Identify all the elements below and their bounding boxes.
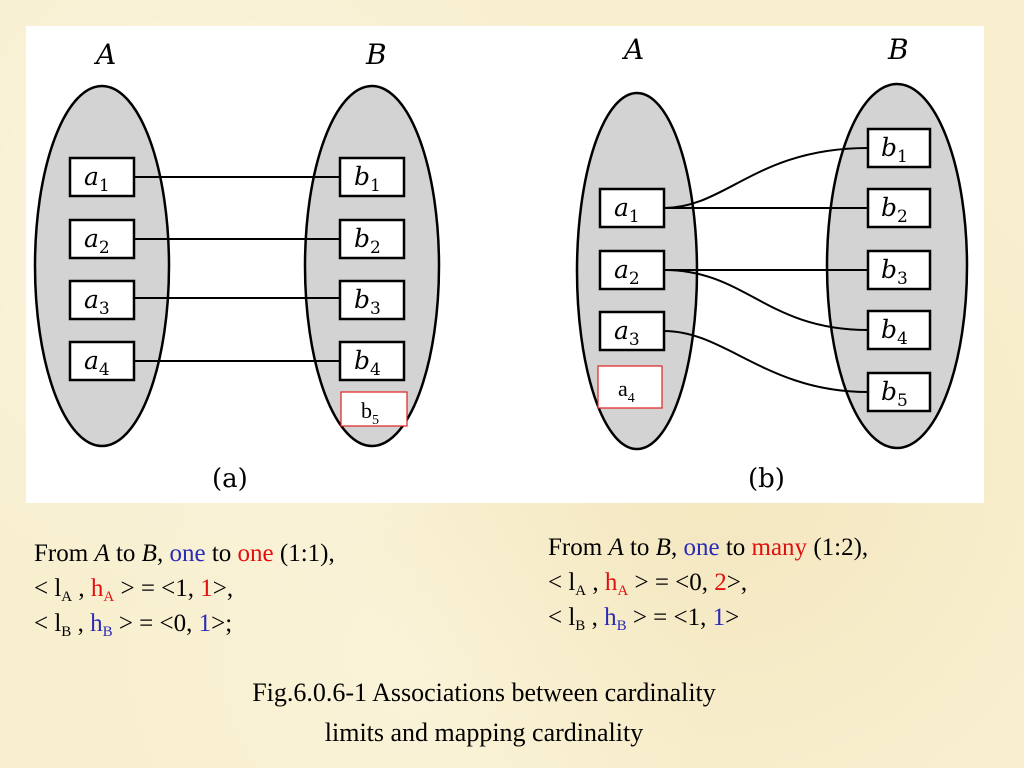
diagram-panel: .ell { fill: #d3d3d3; stroke: #000; stro… [26, 26, 984, 503]
panel-a-item-b2: b2 [338, 218, 406, 260]
panel-b-item-b3: b3 [866, 249, 932, 291]
svg-text:b4: b4 [354, 346, 381, 380]
svg-text:b3: b3 [881, 255, 908, 289]
panel-b-item-b1: b1 [866, 127, 932, 169]
caption-left-line-1: From A to B, one to one (1:1), [34, 540, 335, 567]
svg-text:a3: a3 [614, 316, 640, 350]
panel-b-item-b2: b2 [866, 187, 932, 229]
caption-left-line-2: < lA , hA > = <1, 1>, [34, 575, 234, 605]
svg-text:b2: b2 [881, 193, 908, 227]
panel-b-item-b5: b5 [866, 371, 932, 413]
panel-a-item-a3: a3 [68, 279, 136, 321]
panel-a-item-a1: a1 [68, 156, 136, 198]
svg-text:a4: a4 [84, 346, 110, 380]
panel-b-set-b-label: B [887, 33, 909, 66]
panel-b-link-a3-b5 [663, 330, 869, 393]
panel-a-set-b-label: B [365, 38, 387, 71]
svg-text:b1: b1 [354, 162, 381, 196]
panel-b-item-a1: a1 [598, 187, 666, 229]
svg-text:b5: b5 [361, 398, 379, 428]
panel-a-label: (a) [212, 464, 248, 494]
svg-text:a3: a3 [84, 285, 110, 319]
panel-b-item-a2: a2 [598, 249, 666, 291]
figure-caption: Fig.6.0.6-1 Associations between cardina… [0, 673, 968, 753]
panel-b-link-a2-b4 [663, 269, 869, 331]
svg-text:b5: b5 [881, 377, 908, 411]
panel-b-item-a4-highlight: a4 [597, 365, 663, 409]
panel-a: A B a1 a2 a3 a4 [33, 38, 441, 494]
diagram-svg: .ell { fill: #d3d3d3; stroke: #000; stro… [33, 33, 969, 494]
caption-right-line-3: < lB , hB > = <1, 1> [548, 604, 740, 634]
panel-a-item-b3: b3 [338, 279, 406, 321]
panel-a-item-a4: a4 [68, 340, 136, 382]
panel-a-item-b4: b4 [338, 340, 406, 382]
svg-text:a1: a1 [84, 162, 110, 196]
panel-b: A B a1 a2 a3 [575, 33, 969, 494]
svg-text:b1: b1 [881, 133, 908, 167]
caption-one-to-one: From A to B, one to one (1:1), < lA , hA… [34, 536, 335, 641]
panel-b-item-a3: a3 [598, 310, 666, 352]
panel-a-set-a-label: A [93, 38, 116, 71]
svg-text:a2: a2 [84, 224, 110, 258]
panel-a-item-b5-highlight: b5 [340, 391, 408, 428]
figure-caption-line-2: limits and mapping cardinality [324, 718, 644, 747]
caption-right-line-2: < lA , hA > = <0, 2>, [548, 569, 748, 599]
svg-text:b2: b2 [354, 224, 381, 258]
panel-b-set-a-label: A [621, 33, 644, 66]
panel-a-item-a2: a2 [68, 218, 136, 260]
svg-text:a2: a2 [614, 255, 640, 289]
figure-caption-line-1: Fig.6.0.6-1 Associations between cardina… [252, 678, 716, 707]
svg-text:b3: b3 [354, 285, 381, 319]
svg-text:a4: a4 [618, 376, 635, 406]
panel-b-item-b4: b4 [866, 309, 932, 351]
svg-text:b4: b4 [881, 315, 908, 349]
caption-left-line-3: < lB , hB > = <0, 1>; [34, 610, 233, 640]
panel-a-item-b1: b1 [338, 156, 406, 198]
caption-right-line-1: From A to B, one to many (1:2), [548, 534, 869, 561]
caption-one-to-many: From A to B, one to many (1:2), < lA , h… [548, 530, 868, 635]
panel-b-label: (b) [748, 464, 785, 494]
svg-text:a1: a1 [614, 193, 640, 227]
panel-b-link-a1-b1 [663, 147, 869, 209]
panel-a-set-a-ellipse [33, 84, 171, 448]
